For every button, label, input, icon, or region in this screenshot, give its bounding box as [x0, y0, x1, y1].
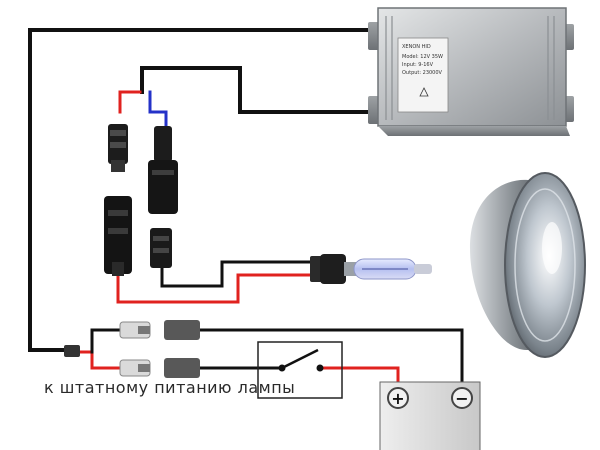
switch-box: [257, 341, 343, 399]
wire-black-bulb: [160, 260, 314, 288]
ballast-label-line-4: Output: 23000V: [402, 70, 443, 76]
battery-positive-terminal: [387, 387, 409, 409]
ballast-label-line-3: Input: 9-16V: [402, 62, 434, 68]
switch: [257, 341, 343, 399]
wire-black-outer-loop: [28, 28, 380, 352]
wire-red-switch-to-battery: [318, 366, 400, 384]
connector-right-top: [154, 126, 172, 162]
connector-upper-female: [164, 320, 200, 340]
headlamp: [470, 172, 586, 358]
xenon-bulb: [310, 254, 432, 284]
wire-red-lead: [118, 90, 142, 114]
wire-blue-lead: [148, 90, 168, 130]
ballast-label: [397, 37, 449, 113]
connector-lower-female: [164, 358, 200, 378]
battery-minus-symbol: −: [455, 389, 468, 408]
wire-junction-sleeve: [64, 345, 80, 357]
igniter-connectors: [104, 124, 178, 276]
caption-stock-lamp-power: к штатному питанию лампы: [44, 378, 296, 397]
battery: + −: [379, 381, 481, 450]
wire-red-switch: [68, 350, 124, 370]
ballast-label-line-2: Model: 12V 35W: [402, 54, 443, 60]
wire-black-upper-connector: [90, 328, 124, 354]
ballast-label-line-1: XENON HID: [402, 44, 431, 50]
supply-connectors: [64, 320, 200, 378]
warning-icon: [419, 87, 429, 97]
wires: [28, 28, 464, 384]
switch-lever: [281, 348, 319, 370]
wire-black-to-battery-minus: [198, 328, 464, 384]
ballast-unit: XENON HID Model: 12V 35W Input: 9-16V Ou…: [368, 7, 574, 136]
battery-negative-terminal: [451, 387, 473, 409]
battery-plus-symbol: +: [391, 389, 404, 408]
wire-black-ballast-harness: [140, 66, 380, 114]
wire-red-bulb: [116, 273, 314, 304]
